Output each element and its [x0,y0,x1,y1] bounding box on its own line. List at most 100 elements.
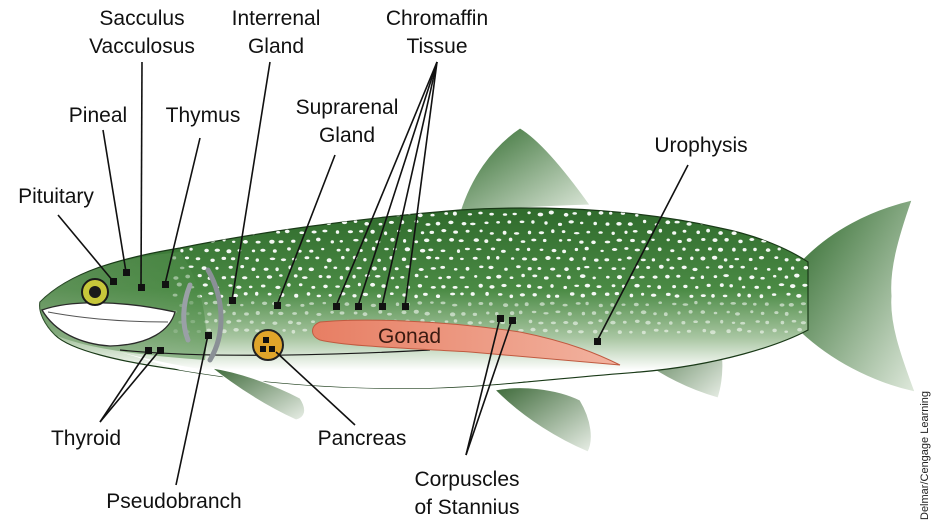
body-spot [327,203,331,206]
body-spot [402,311,407,315]
label-pancreas: Pancreas [318,427,407,450]
body-spot [609,212,612,215]
body-spot [760,330,764,333]
body-spot [705,321,710,324]
body-spot [323,302,327,304]
body-spot [657,322,661,325]
body-spot [452,304,457,307]
body-spot [539,231,544,234]
marker-chromaffin-4 [402,303,409,310]
body-spot [629,331,632,334]
body-spot [276,231,280,234]
marker-stannius-1 [497,315,504,322]
body-spot [630,311,633,314]
body-spot [528,267,532,270]
body-spot [689,295,693,298]
body-spot [549,211,554,215]
body-spot [624,247,628,250]
body-spot [352,294,356,297]
body-spot [468,302,472,306]
body-spot [574,232,580,234]
body-spot [395,267,399,270]
body-spot [236,286,241,289]
body-spot [772,204,776,206]
body-spot [760,277,764,280]
body-spot [491,248,495,251]
body-spot [651,294,656,297]
body-spot [282,329,285,332]
body-spot [741,213,746,216]
body-spot [639,276,644,279]
body-spot [430,214,434,217]
body-spot [425,312,430,316]
body-spot [255,329,259,332]
body-spot [370,283,375,287]
body-spot [379,223,383,226]
body-spot [292,330,296,334]
body-spot [641,259,646,262]
body-spot [316,238,321,242]
body-spot [503,231,507,235]
body-spot [736,203,741,207]
leader-pituitary [58,215,113,281]
body-spot [694,301,697,304]
body-spot [519,311,523,315]
body-spot [488,266,493,269]
body-spot [652,258,655,261]
body-spot [450,312,455,316]
body-spot [552,249,557,252]
body-spot [426,256,431,259]
body-spot [784,331,788,333]
body-spot [564,267,569,271]
body-spot [747,203,751,207]
body-spot [250,212,254,214]
body-spot [205,213,208,216]
body-spot [413,202,417,205]
body-spot [323,285,328,289]
body-spot [299,231,304,234]
body-spot [594,259,599,262]
marker-pineal [123,269,130,276]
label-thyroid: Thyroid [51,427,121,450]
body-spot [529,320,533,324]
body-spot [402,258,406,262]
body-spot [738,240,742,244]
body-spot [346,248,350,251]
body-spot [567,239,571,241]
body-spot [659,229,662,233]
body-spot [794,274,799,278]
body-spot [682,248,685,251]
body-spot [730,302,736,305]
body-spot [774,256,778,259]
body-spot [735,221,739,225]
body-spot [450,293,455,296]
body-spot [418,284,422,288]
body-spot [585,247,589,251]
body-spot [300,213,304,217]
body-spot [208,292,213,295]
body-spot [414,310,419,314]
body-spot [593,204,597,208]
marker-chromaffin-3 [379,303,386,310]
body-spot [647,230,652,234]
label-sacculus-line1: Sacculus [99,7,184,30]
body-spot [761,312,765,315]
body-spot [400,276,404,279]
body-spot [576,302,581,305]
body-spot [419,268,424,271]
body-spot [737,293,741,297]
body-spot [292,203,295,207]
body-spot [592,292,597,296]
body-spot [543,239,547,242]
body-spot [532,311,537,313]
body-spot [670,249,674,252]
body-spot [796,204,800,208]
body-spot [449,203,452,207]
body-spot [275,267,278,271]
body-spot [520,293,525,296]
body-spot [403,239,406,243]
body-spot [412,258,416,260]
body-spot [677,331,681,333]
label-stannius-line2: of Stannius [414,496,519,519]
body-spot [305,256,310,259]
